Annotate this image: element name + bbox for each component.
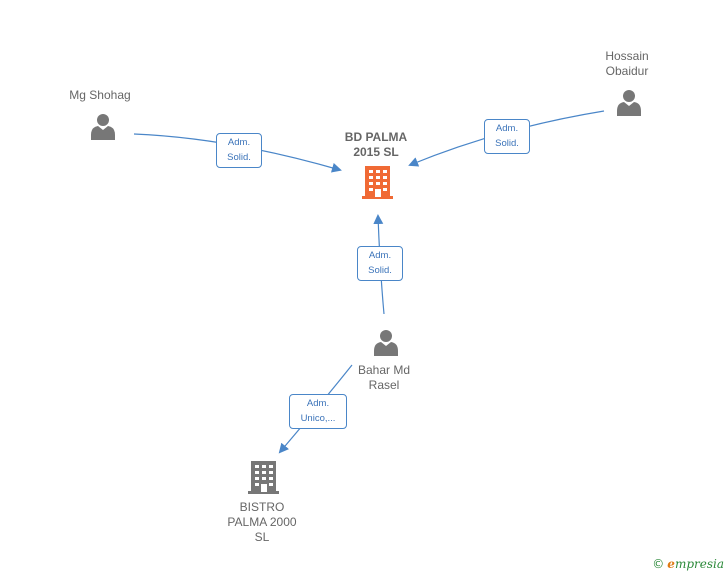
node-label-bistro-palma-2000-sl[interactable]: BISTRO PALMA 2000 SL <box>227 500 297 544</box>
building-icon[interactable] <box>362 166 393 199</box>
node-label-hossain-obaidur[interactable]: Hossain Obaidur <box>605 49 649 78</box>
edge-label-hossain-obaidur: Adm. Solid. <box>484 119 530 154</box>
empresia-brand: ©empresia <box>652 557 724 571</box>
copyright-icon: © <box>652 557 665 571</box>
building-icon[interactable] <box>248 461 279 494</box>
node-label-mg-shohag[interactable]: Mg Shohag <box>69 88 131 102</box>
node-label-bahar-md-rasel[interactable]: Bahar Md Rasel <box>357 363 411 392</box>
person-icon[interactable] <box>91 114 115 140</box>
edge-label-bahar-to-bistro: Adm. Unico,... <box>289 394 347 429</box>
person-icon[interactable] <box>617 90 641 116</box>
person-icon[interactable] <box>374 330 398 356</box>
node-label-bd-palma-2015-sl[interactable]: BD PALMA 2015 SL <box>344 130 408 159</box>
edge-label-mg-shohag: Adm. Solid. <box>216 133 262 168</box>
brand-name: mpresia <box>674 557 724 571</box>
edge-label-bahar-to-bd-palma: Adm. Solid. <box>357 246 403 281</box>
brand-first-letter: e <box>667 557 675 571</box>
